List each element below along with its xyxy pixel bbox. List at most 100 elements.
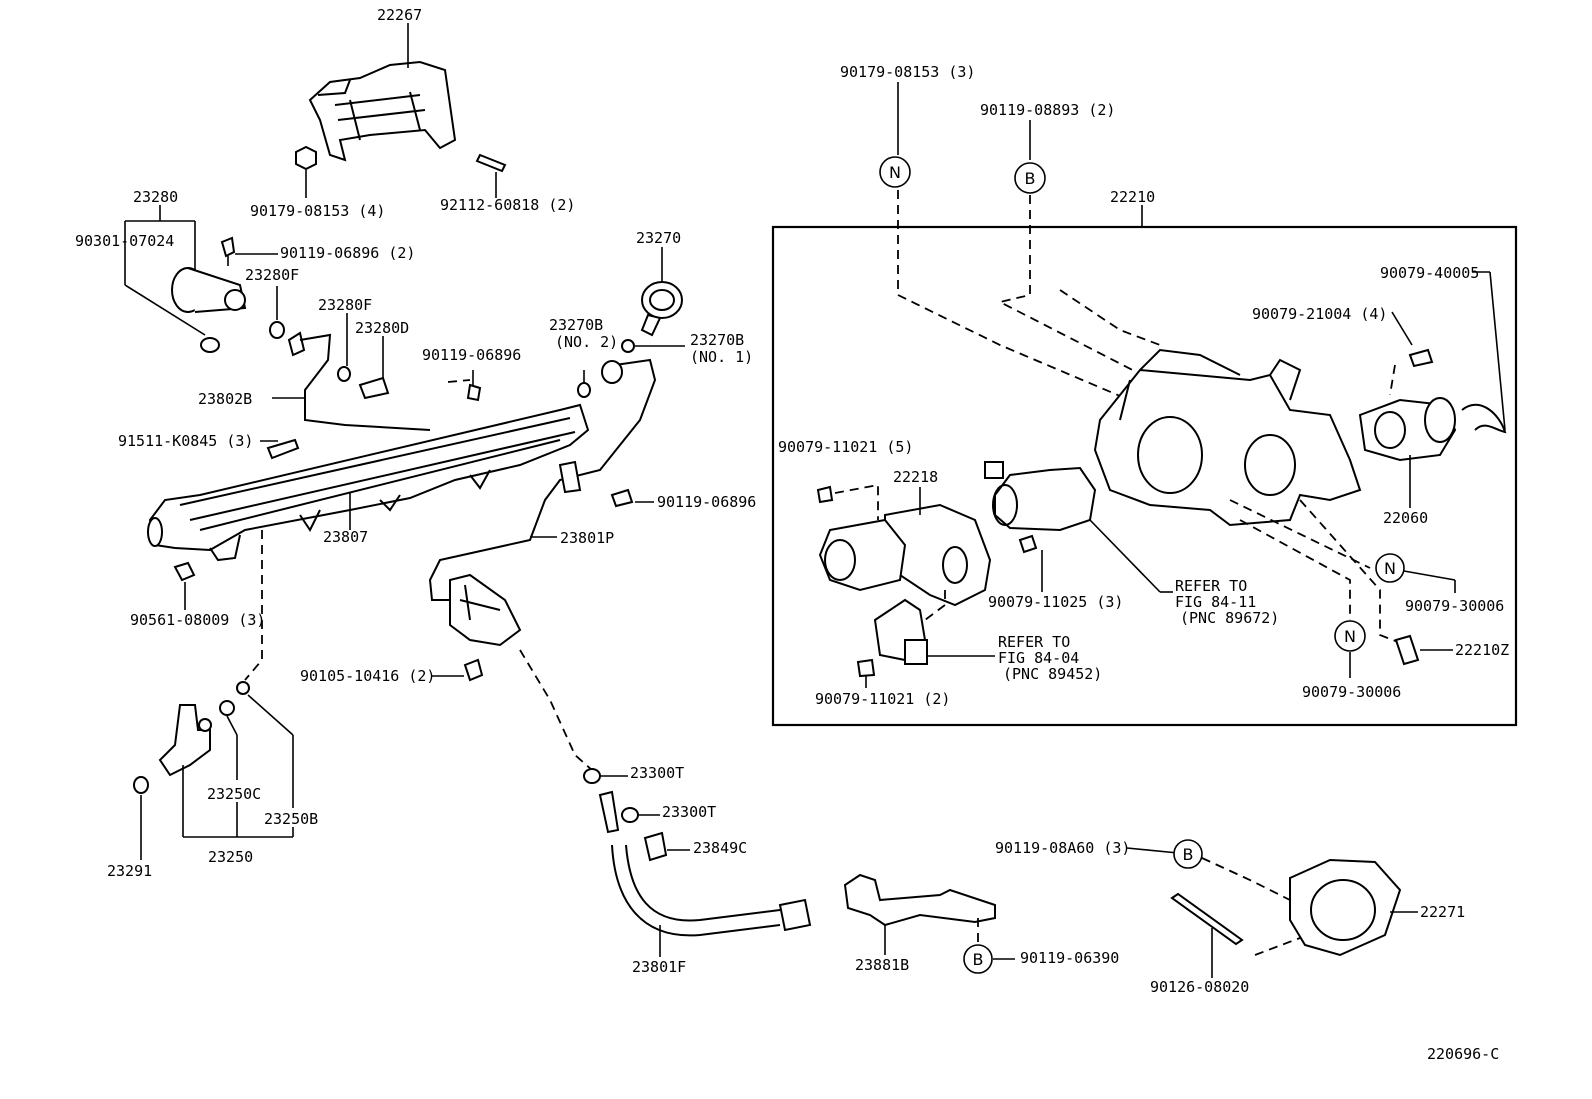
callout-23270B-no2: 23270B [549,316,603,334]
washer-23280F-a [269,321,285,339]
screw-90079-11025 [1018,534,1038,554]
bolt-90119-06896-b [610,488,634,508]
callout-refer-84-04-line3: (PNC 89452) [1003,665,1102,683]
clip-90079-40005 [1461,403,1507,434]
callout-22210Z: 22210Z [1455,641,1509,659]
part-23250-injector [158,704,212,777]
bolt-90119-06896-a [466,383,482,402]
o-ring-23250C [219,700,235,716]
symbol-b-1: B [1014,162,1046,194]
bolt-23849C [643,831,668,862]
svg-text:B: B [973,950,984,969]
callout-90119-08A60-3: 90119-08A60 (3) [995,839,1130,857]
part-23807-delivery-pipe [147,403,590,562]
svg-text:N: N [1384,559,1396,578]
callout-23300T-b: 23300T [662,803,716,821]
bolt-90105-10416 [463,658,484,682]
callout-90561-08009-3: 90561-08009 (3) [130,611,265,629]
symbol-n-3: N [1334,620,1366,652]
symbol-n-1: N [879,156,911,188]
part-22267-bracket [308,60,457,162]
gasket-23270B-no1 [621,339,635,353]
callout-90079-11021-2: 90079-11021 (2) [815,690,950,708]
callout-22271: 22271 [1420,903,1465,921]
callout-23280F-a: 23280F [245,266,299,284]
nut-90179-08153 [295,145,317,171]
callout-90079-11021-5: 90079-11021 (5) [778,438,913,456]
svg-text:N: N [889,163,901,182]
screw-90079-11021-2 [856,658,876,678]
callout-90119-06896-b: 90119-06896 [657,493,756,511]
callout-23300T-a: 23300T [630,764,684,782]
diagram-id: 220696-C [1427,1045,1499,1063]
sensor-22210Z [1394,634,1420,666]
svg-text:B: B [1025,169,1036,188]
part-22218-cover [818,503,992,607]
gasket-23300T-a [583,768,601,784]
callout-23280F-b: 23280F [318,296,372,314]
callout-23250B: 23250B [264,810,318,828]
callout-refer-84-04-line1: REFER TO [998,633,1070,651]
bolt-90119-06896-2 [220,236,236,266]
callout-refer-84-11-line3: (PNC 89672) [1180,609,1279,627]
part-22271-flange [1289,858,1402,957]
callout-23270B-no2-sub: (NO. 2) [555,333,618,351]
part-23270-pulsation-damper [640,281,683,337]
callout-90301-07024: 90301-07024 [75,232,174,250]
callout-90126-08020: 90126-08020 [1150,978,1249,996]
bolt-90079-21004 [1408,348,1434,368]
svg-text:N: N [1344,627,1356,646]
callout-22060: 22060 [1383,509,1428,527]
grommet-23291 [133,776,149,794]
stud-92112-60818 [475,153,507,173]
callout-23280D: 23280D [355,319,409,337]
o-ring-23250B [236,681,250,695]
part-22210-throttle-body [1093,348,1362,527]
part-23881B-bracket [843,873,996,927]
callout-90119-06896-a: 90119-06896 [422,346,521,364]
callout-23849C: 23849C [693,839,747,857]
callout-90119-08893-2: 90119-08893 (2) [980,101,1115,119]
callout-23270: 23270 [636,229,681,247]
callout-23801P: 23801P [560,529,614,547]
callout-90179-08153-3: 90179-08153 (3) [840,63,975,81]
callout-23270B-no1: 23270B [690,331,744,349]
callout-refer-84-04-line2: FIG 84-04 [998,649,1079,667]
symbol-n-2: N [1375,553,1405,583]
bolt-91511-K0845 [266,438,300,460]
callout-23250: 23250 [208,848,253,866]
gasket-23270B-no2 [577,382,591,398]
callout-90079-11025-3: 90079-11025 (3) [988,593,1123,611]
callout-22218: 22218 [893,468,938,486]
part-23801F-hose [598,790,812,937]
callout-23801F: 23801F [632,958,686,976]
callout-90079-21004-4: 90079-21004 (4) [1252,305,1387,323]
gasket-23300T-b [621,807,639,823]
callout-23291: 23291 [107,862,152,880]
fitting-23280F [287,331,306,357]
screw-90079-11021-5 [816,485,834,504]
part-22060-sensor [1358,397,1457,462]
callout-90105-10416-2: 90105-10416 (2) [300,667,435,685]
callout-refer-84-11-line1: REFER TO [1175,577,1247,595]
callout-92112-60818-2: 92112-60818 (2) [440,196,575,214]
callout-90079-30006-b: 90079-30006 [1302,683,1401,701]
callout-refer-84-11-line2: FIG 84-11 [1175,593,1256,611]
callout-90119-06896-2: 90119-06896 (2) [280,244,415,262]
assembly-22210-frame [771,225,1518,727]
callout-90079-40005: 90079-40005 [1380,264,1479,282]
part-23280-regulator [171,267,247,353]
callout-23250C: 23250C [207,785,261,803]
bolt-23280D [358,376,390,400]
callout-23802B: 23802B [198,390,252,408]
callout-90079-30006-a: 90079-30006 [1405,597,1504,615]
callout-90119-06390: 90119-06390 [1020,949,1119,967]
part-tps-sensor [873,598,928,665]
part-23801P-fitting [449,573,522,647]
symbol-b-3: B [963,944,993,974]
callout-23807: 23807 [323,528,368,546]
svg-text:B: B [1183,845,1194,864]
callout-23270B-no1-sub: (NO. 1) [690,348,753,366]
pipe-23801P [428,358,657,601]
